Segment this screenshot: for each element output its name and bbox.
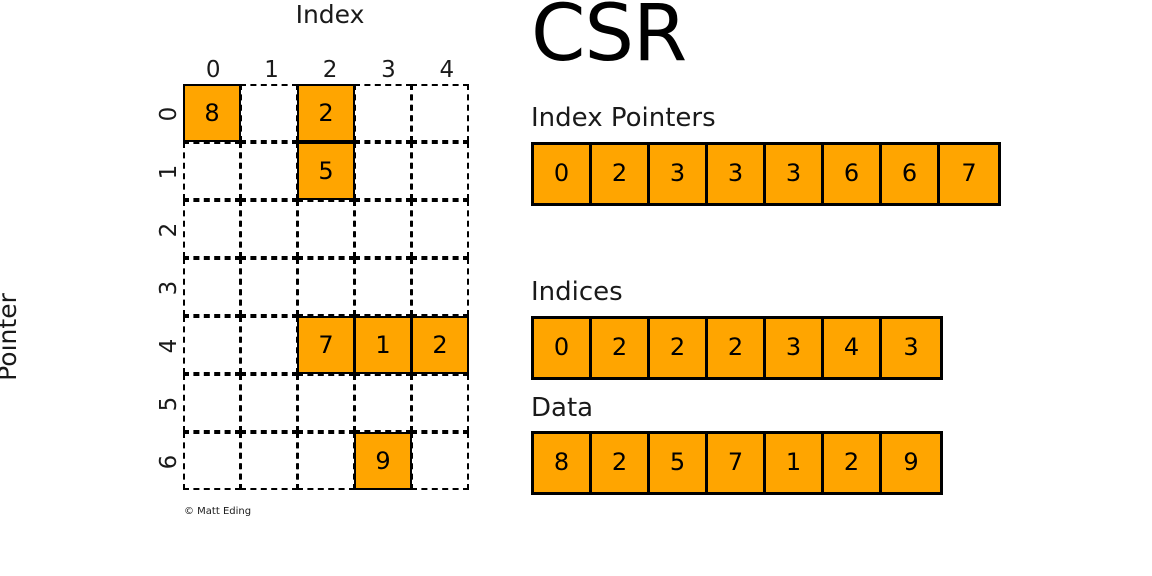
matrix-cell-filled: 9 <box>354 432 412 490</box>
array-cell: 2 <box>592 319 650 377</box>
array-cell: 0 <box>534 145 592 203</box>
matrix-row <box>183 258 476 317</box>
matrix-row <box>183 200 476 259</box>
array-cell: 6 <box>882 145 940 203</box>
array-cell: 2 <box>650 319 708 377</box>
matrix-cell-filled: 1 <box>354 316 412 374</box>
data-label: Data <box>531 393 594 423</box>
matrix-cell-empty <box>411 142 469 200</box>
array-cell: 5 <box>650 434 708 492</box>
matrix-cell-empty <box>411 200 469 258</box>
array-cell: 7 <box>940 145 998 203</box>
array-cell: 3 <box>766 145 824 203</box>
array-cell: 7 <box>708 434 766 492</box>
matrix-cell-empty <box>411 84 469 142</box>
array-cell: 6 <box>824 145 882 203</box>
matrix-cell-filled: 2 <box>411 316 469 374</box>
matrix-row: 9 <box>183 432 476 491</box>
array-cell: 2 <box>708 319 766 377</box>
matrix-cell-filled: 8 <box>183 84 241 142</box>
array-cell: 2 <box>824 434 882 492</box>
index-pointers-label: Index Pointers <box>531 103 716 133</box>
credit-text: © Matt Eding <box>184 506 252 517</box>
page-title: CSR <box>531 0 687 79</box>
array-cell: 1 <box>766 434 824 492</box>
array-cell: 3 <box>766 319 824 377</box>
matrix-cell-filled: 2 <box>297 84 355 142</box>
matrix-col-header: 4 <box>439 57 455 83</box>
array-cell: 3 <box>650 145 708 203</box>
array-cell: 4 <box>824 319 882 377</box>
matrix-col-header: 0 <box>205 57 221 83</box>
matrix-row <box>183 374 476 433</box>
array-cell: 2 <box>592 434 650 492</box>
matrix-col-header: 1 <box>264 57 279 83</box>
array-cell: 3 <box>708 145 766 203</box>
matrix-column-headers: 0 1 2 3 4 <box>184 56 476 84</box>
array-cell: 3 <box>882 319 940 377</box>
matrix-col-header: 2 <box>322 57 338 83</box>
matrix-row: 5 <box>183 142 476 201</box>
matrix-cell-empty <box>411 374 469 432</box>
matrix-x-axis-label: Index <box>295 0 365 29</box>
matrix-cell-empty <box>411 432 469 490</box>
array-cell: 9 <box>882 434 940 492</box>
matrix-cell-empty <box>411 258 469 316</box>
matrix-cell-filled: 7 <box>297 316 355 374</box>
matrix-cell-filled: 5 <box>297 142 355 200</box>
matrix-col-header: 3 <box>381 57 396 83</box>
array-cell: 0 <box>534 319 592 377</box>
array-cell: 8 <box>534 434 592 492</box>
indices-label: Indices <box>531 277 623 307</box>
array-cell: 2 <box>592 145 650 203</box>
